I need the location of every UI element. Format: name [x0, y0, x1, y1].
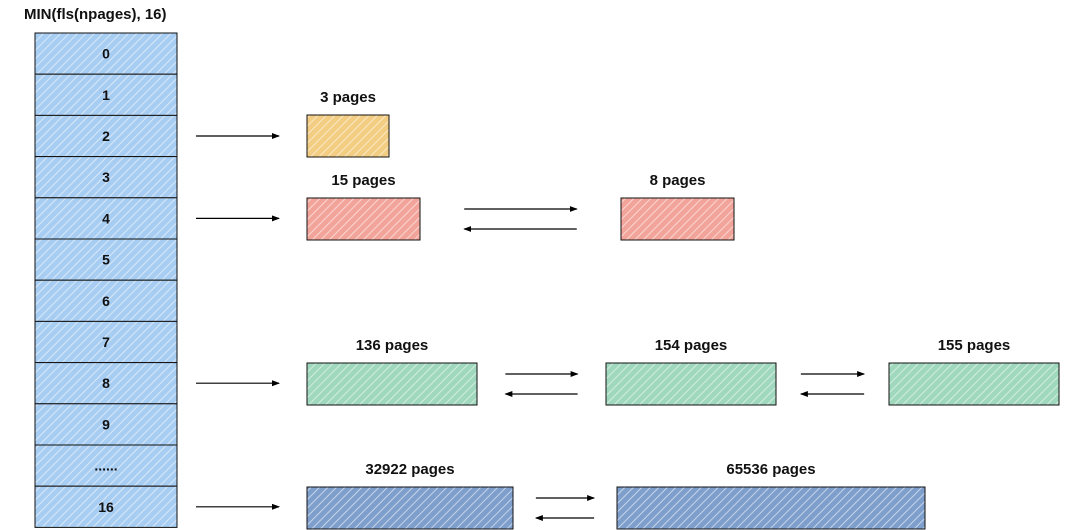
- bucket-slot-label: ......: [94, 458, 117, 474]
- free-lists: 3 pages 15 pages 8 pages 136 pages 154 pages…: [196, 89, 1060, 530]
- bucket-slot-border: [34, 156, 178, 199]
- page-block: 8 pages: [620, 172, 735, 241]
- page-block-border: [605, 362, 777, 406]
- bucket-slot: 9: [34, 403, 178, 446]
- bucket-slot-border: [34, 444, 178, 487]
- bucket-slot: 7: [34, 320, 178, 364]
- page-block-label: 65536 pages: [726, 461, 815, 478]
- page-block-label: 8 pages: [650, 172, 706, 189]
- bucket-slot-border: [34, 279, 178, 322]
- free-list-slot-8: 136 pages 154 pages 155 pages: [196, 337, 1060, 406]
- bucket-slot: 3: [34, 156, 178, 199]
- bucket-slot-label: 2: [102, 128, 110, 144]
- bucket-slot: 1: [34, 73, 178, 116]
- page-block: 15 pages: [306, 172, 421, 241]
- bucket-slot-border: [34, 73, 178, 116]
- link-arrows: [799, 371, 866, 397]
- page-block-label: 155 pages: [938, 337, 1011, 354]
- page-block-border: [616, 486, 926, 530]
- page-block-label: 136 pages: [356, 337, 429, 354]
- bucket-slot-label: 7: [102, 334, 110, 350]
- page-block: 65536 pages: [616, 461, 926, 530]
- page-block-label: 154 pages: [655, 337, 728, 354]
- bucket-slot: 16: [34, 485, 178, 528]
- bucket-slot-border: [34, 238, 178, 281]
- bucket-slot-border: [34, 403, 178, 446]
- bucket-slot: 8: [34, 362, 178, 405]
- bucket-slot-label: 6: [102, 293, 110, 309]
- bucket-slot: 5: [34, 238, 178, 281]
- bucket-slot: ......: [34, 444, 178, 487]
- bucket-slot-label: 0: [102, 46, 110, 62]
- bucket-slot-label: 9: [102, 416, 110, 432]
- bucket-slot: 2: [34, 114, 178, 158]
- page-block-label: 32922 pages: [365, 461, 454, 478]
- page-block-border: [306, 362, 478, 406]
- page-block-label: 15 pages: [331, 172, 395, 189]
- free-list-slot-4: 15 pages 8 pages: [196, 172, 735, 241]
- link-arrows: [504, 371, 579, 397]
- bucket-array: 0 1 2 3 4 5 6 7 8 9...... 16: [34, 32, 178, 528]
- bucket-slot: 6: [34, 279, 178, 322]
- page-block: 155 pages: [888, 337, 1060, 406]
- bucket-slot-label: 1: [102, 87, 110, 103]
- page-block-border: [306, 197, 421, 241]
- page-block: 136 pages: [306, 337, 478, 406]
- bucket-slot-border: [34, 197, 178, 240]
- free-list-slot-16: 32922 pages 65536 pages: [196, 461, 926, 530]
- bucket-slot-border: [34, 485, 178, 528]
- page-block-label: 3 pages: [320, 89, 376, 106]
- link-arrows: [463, 206, 578, 232]
- bucket-slot-border: [34, 32, 178, 75]
- bucket-slot-label: 5: [102, 252, 110, 268]
- page-block-border: [888, 362, 1060, 406]
- bucket-slot-label: 16: [98, 499, 114, 515]
- page-block: 32922 pages: [306, 461, 514, 530]
- page-block-border: [306, 114, 390, 158]
- bucket-slot: 4: [34, 197, 178, 240]
- link-arrows: [534, 495, 596, 521]
- free-list-slot-2: 3 pages: [196, 89, 390, 158]
- page-block: 3 pages: [306, 89, 390, 158]
- diagram-title: MIN(fls(npages), 16): [24, 6, 167, 23]
- bucket-slot-label: 3: [102, 169, 110, 185]
- page-block-border: [620, 197, 735, 241]
- page-block-border: [306, 486, 514, 530]
- bucket-slot-border: [34, 114, 178, 158]
- bucket-slot-border: [34, 362, 178, 405]
- bucket-slot-label: 4: [102, 210, 110, 226]
- bucket-slot-label: 8: [102, 375, 110, 391]
- page-block: 154 pages: [605, 337, 777, 406]
- bucket-slot: 0: [34, 32, 178, 75]
